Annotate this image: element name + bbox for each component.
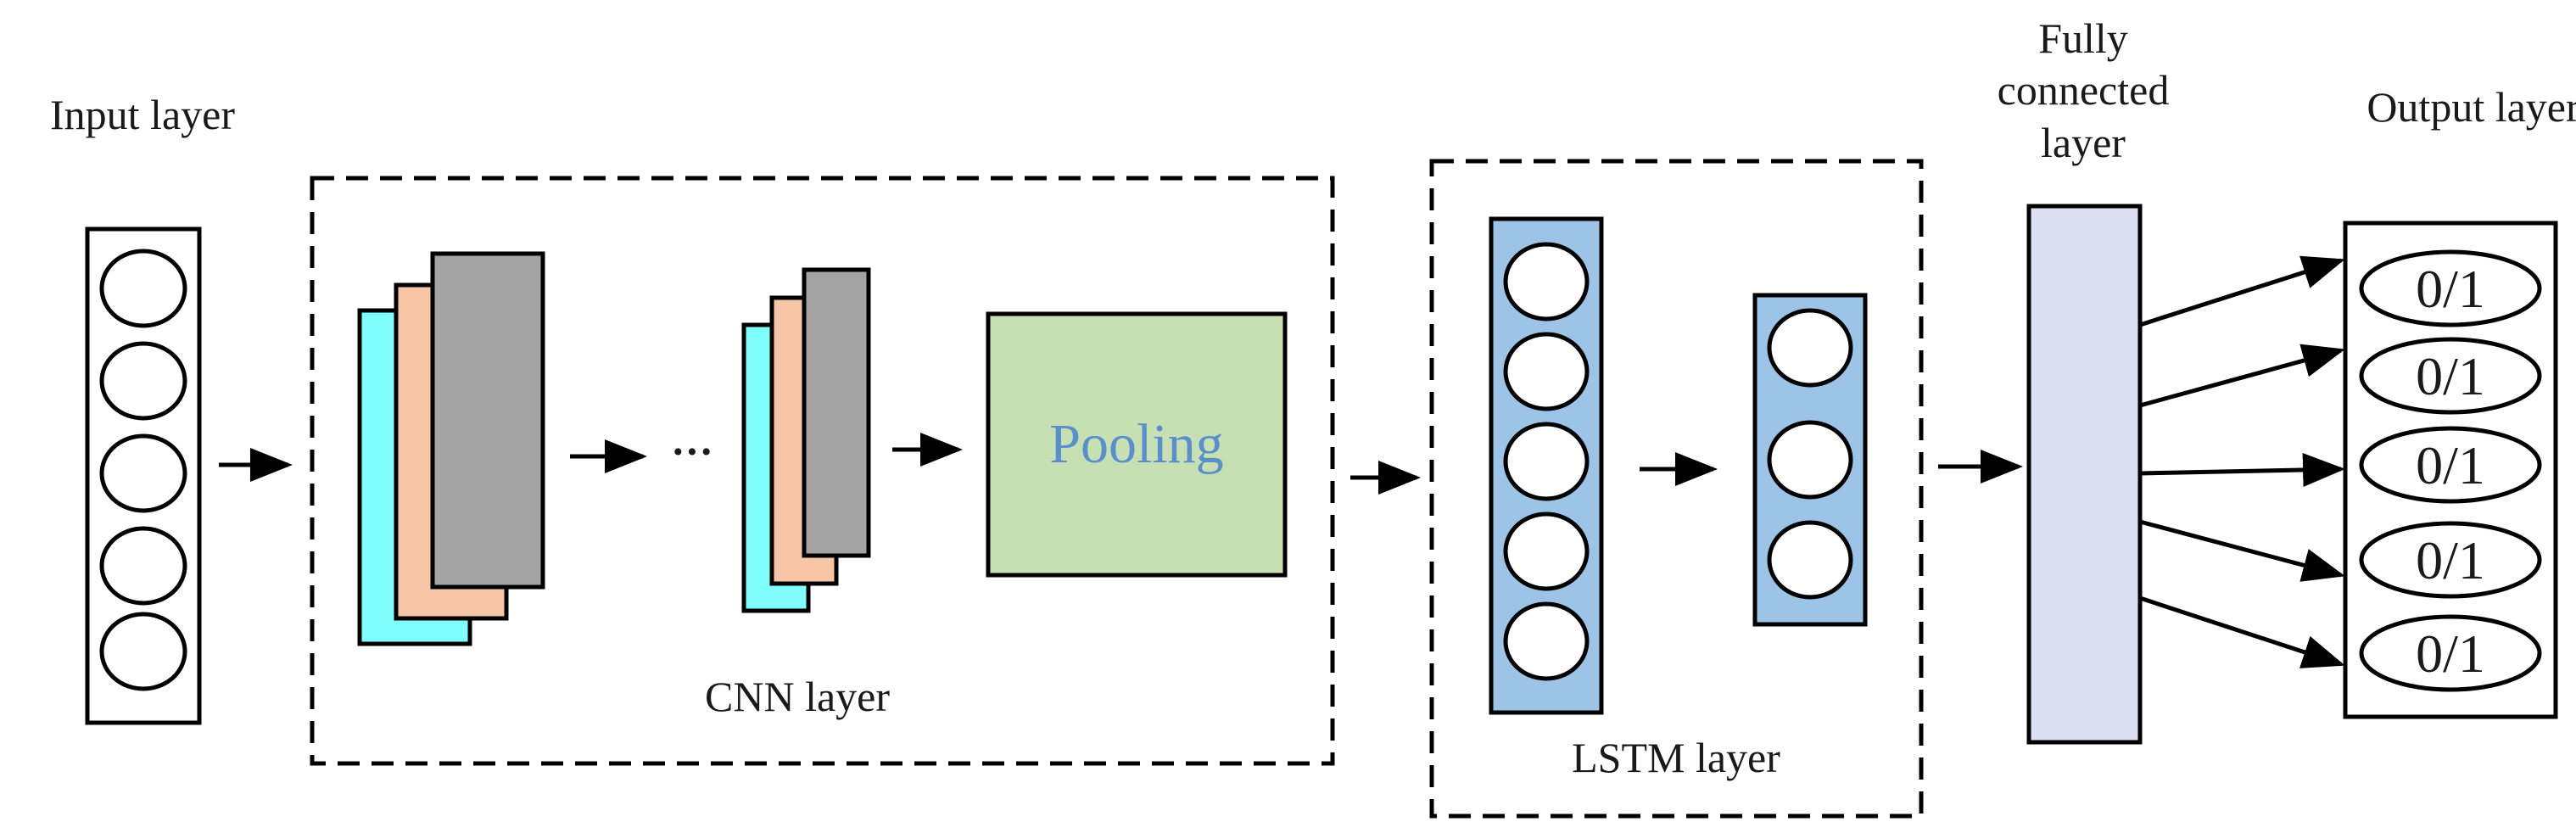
arrow-fc-to-output — [2139, 255, 2345, 327]
lstm-neuron — [1503, 242, 1590, 321]
input-neuron — [99, 526, 187, 606]
cnn-layer-label: CNN layer — [705, 673, 890, 720]
lstm-neuron — [1503, 512, 1590, 591]
feature-map — [802, 267, 871, 558]
input-neuron — [99, 433, 187, 513]
lstm-neuron — [1767, 520, 1853, 600]
feature-map — [430, 251, 545, 590]
arrow-fc-to-output — [2139, 452, 2345, 487]
lstm-cell-column-1 — [1489, 216, 1604, 715]
output-value: 0/1 — [2416, 346, 2485, 406]
arrow-fc-to-output — [2139, 595, 2345, 668]
output-node-1: 0/1 — [2359, 249, 2542, 327]
output-node-5: 0/1 — [2359, 614, 2542, 692]
arrow-fc-to-output — [2139, 344, 2345, 408]
ellipsis-dots: ··· — [671, 428, 713, 475]
output-value: 0/1 — [2416, 259, 2485, 319]
lstm-neuron — [1503, 332, 1590, 411]
input-layer — [85, 226, 202, 725]
input-neuron — [99, 249, 187, 328]
output-node-4: 0/1 — [2359, 521, 2542, 599]
lstm-layer-box — [1429, 159, 1924, 819]
lstm-neuron — [1503, 601, 1590, 681]
output-node-2: 0/1 — [2359, 337, 2542, 415]
cnn-layer-box — [310, 176, 1335, 766]
fc-layer-label-line3: layer — [2041, 119, 2126, 166]
feature-maps-stack-2 — [741, 267, 871, 613]
pooling-label: Pooling — [1049, 413, 1223, 475]
input-layer-label: Input layer — [50, 91, 235, 138]
output-node-3: 0/1 — [2359, 426, 2542, 504]
input-neuron — [99, 341, 187, 421]
output-value: 0/1 — [2416, 530, 2485, 590]
input-neuron — [99, 612, 187, 691]
fully-connected-layer — [2026, 204, 2143, 745]
lstm-neuron — [1503, 422, 1590, 501]
lstm-cell-column-2 — [1752, 293, 1868, 627]
feature-maps-stack-1 — [357, 251, 545, 646]
lstm-neuron — [1767, 420, 1853, 500]
fc-layer-label-line2: connected — [1998, 66, 2170, 114]
output-value: 0/1 — [2416, 623, 2485, 684]
lstm-neuron — [1767, 308, 1853, 388]
lstm-layer-label: LSTM layer — [1572, 734, 1780, 781]
output-value: 0/1 — [2416, 435, 2485, 495]
fc-layer-label-line1: Fully — [2038, 14, 2128, 62]
output-layer-label: Output layer — [2366, 83, 2576, 131]
pooling-box — [986, 311, 1288, 578]
arrow-fc-to-output — [2139, 519, 2345, 582]
